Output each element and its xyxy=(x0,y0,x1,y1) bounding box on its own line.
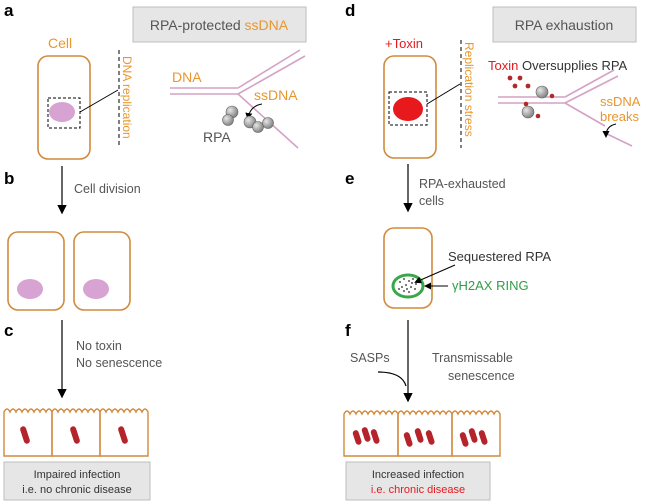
panel-c: c No toxin No senescence Impaired infect… xyxy=(3,320,162,501)
panel-letter-f: f xyxy=(345,321,351,340)
transmissable-label: Transmissable xyxy=(432,351,513,365)
impaired-infection: Impaired infection xyxy=(34,469,121,481)
toxin-dots xyxy=(507,75,531,89)
panel-letter-a: a xyxy=(4,1,14,20)
cell-d xyxy=(383,55,437,159)
result-box-f xyxy=(345,461,491,501)
zoom-box-a xyxy=(47,97,81,129)
no-toxin-label: No toxin xyxy=(76,339,122,353)
title-prefix: RPA-protected xyxy=(150,17,245,33)
epithelium-f xyxy=(343,410,501,457)
panel-e: e RPA-exhausted cells Sequestered RPA γH… xyxy=(345,164,551,309)
dna-label: DNA xyxy=(172,69,202,85)
panel-f: f SASPs Transmissable senescence Increas… xyxy=(343,320,515,501)
cell-label: Cell xyxy=(48,35,72,51)
daughter-nucleus-1 xyxy=(17,279,43,299)
panel-letter-e: e xyxy=(345,169,354,188)
breaks-arrow xyxy=(602,123,617,138)
toxin-cell-label: +Toxin xyxy=(385,36,423,51)
rpa-label-a: RPA xyxy=(203,129,231,145)
zoom-box-d xyxy=(388,91,428,126)
gh2ax-ring-label: γH2AX RING xyxy=(452,278,529,293)
dna-replication-label: DNA replication xyxy=(120,56,134,139)
epithelium-c xyxy=(3,408,149,457)
ssdna-label-a: ssDNA xyxy=(254,87,298,103)
cell-division-label: Cell division xyxy=(74,182,141,196)
panel-b: b Cell division xyxy=(4,166,141,311)
daughter-cell-1 xyxy=(7,231,65,311)
nucleus-a xyxy=(49,102,75,122)
toxin-word: Toxin xyxy=(488,58,518,73)
chronic-disease: i.e. chronic disease xyxy=(371,484,465,496)
panel-d-title: RPA exhaustion xyxy=(515,17,614,33)
cell-e xyxy=(383,227,433,309)
zoom-line-a xyxy=(79,89,119,113)
dna-fork-d xyxy=(498,69,633,147)
title-box-a xyxy=(132,6,307,43)
oversupplies-rpa: Oversupplies RPA xyxy=(518,58,627,73)
rpa-cluster-a xyxy=(222,105,274,133)
panel-letter-b: b xyxy=(4,169,14,188)
cell-a xyxy=(37,55,91,160)
sequestered-dots xyxy=(398,278,417,293)
cells-label: cells xyxy=(419,194,444,208)
title-box-d xyxy=(492,6,637,43)
result-box-c xyxy=(3,461,151,501)
panel-letter-c: c xyxy=(4,321,13,340)
zoom-line-d xyxy=(426,83,461,105)
replication-stress-label: Replication stress xyxy=(462,42,476,137)
panel-letter-d: d xyxy=(345,1,355,20)
rpa-cluster-d xyxy=(521,85,555,119)
sequestered-arrow xyxy=(414,264,456,284)
sequestered-rpa-label: Sequestered RPA xyxy=(448,249,551,264)
oversupplies-text: Toxin Oversupplies RPA xyxy=(488,58,628,73)
breaks-label: breaks xyxy=(600,109,640,124)
nucleus-toxin xyxy=(393,97,423,121)
no-chronic-disease: i.e. no chronic disease xyxy=(22,484,131,496)
sasps-curve xyxy=(377,371,407,387)
no-senescence-label: No senescence xyxy=(76,356,162,370)
title-ssdna: ssDNA xyxy=(245,17,289,33)
ssdna-label-d: ssDNA xyxy=(600,94,641,109)
gh2ax-ring xyxy=(391,273,425,299)
panel-a-title: RPA-protected ssDNA xyxy=(150,17,289,33)
senescence-label: senescence xyxy=(448,369,515,383)
rpa-exhausted-label: RPA-exhausted xyxy=(419,177,506,191)
sasps-label: SASPs xyxy=(350,351,390,365)
daughter-cell-2 xyxy=(73,231,131,311)
panel-d: d RPA exhaustion +Toxin Replication stre… xyxy=(345,1,641,159)
daughter-nucleus-2 xyxy=(83,279,109,299)
increased-infection: Increased infection xyxy=(372,469,464,481)
panel-a: a RPA-protected ssDNA Cell DNA replicati… xyxy=(4,1,307,160)
